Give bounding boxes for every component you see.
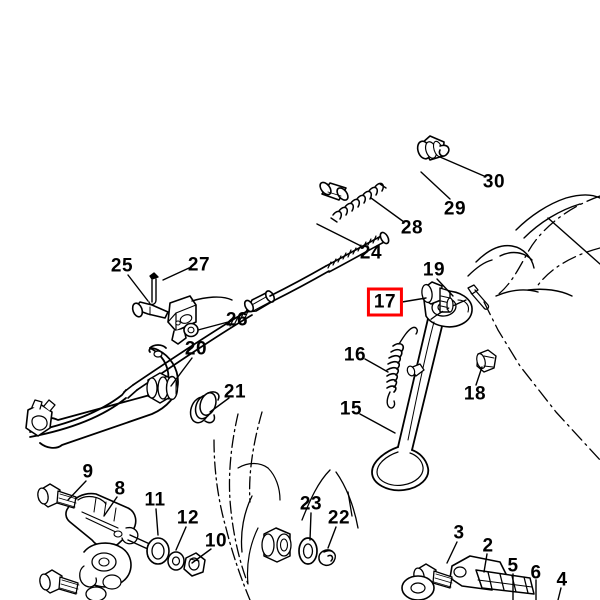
callout-4: 4 [556,569,568,591]
callout-12: 12 [176,507,200,529]
callout-21: 21 [223,381,247,403]
callout-19: 19 [422,259,446,281]
callout-30: 30 [482,171,506,193]
callout-16: 16 [343,344,367,366]
callout-10: 10 [204,530,228,552]
callout-22: 22 [327,507,351,529]
callout-28: 28 [400,217,424,239]
callout-6: 6 [530,562,542,584]
callout-29: 29 [443,198,467,220]
callout-3: 3 [453,522,465,544]
callout-8: 8 [114,478,126,500]
callout-15: 15 [339,398,363,420]
callout-11: 11 [144,489,166,511]
callout-5: 5 [507,555,519,577]
callout-24: 24 [359,242,383,264]
callout-23: 23 [299,493,323,515]
callout-20: 20 [184,338,208,360]
callout-17-highlighted: 17 [366,287,404,317]
callout-25: 25 [110,255,134,277]
callout-2: 2 [482,535,494,557]
callout-27: 27 [187,254,211,276]
callout-26: 26 [225,309,249,331]
callout-18: 18 [463,383,487,405]
callout-9: 9 [82,461,94,483]
